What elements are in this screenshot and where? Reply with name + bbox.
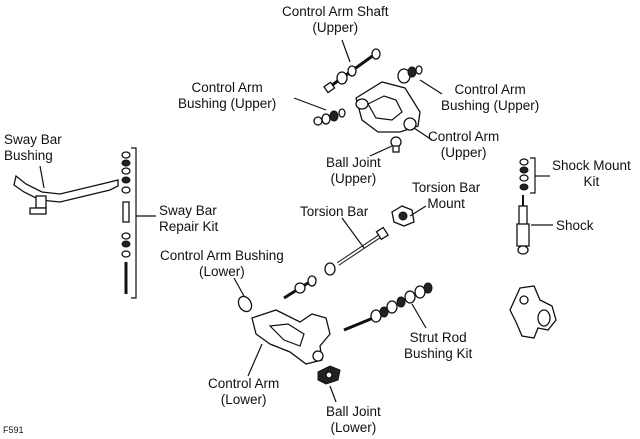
label-control-arm-upper: Control Arm (Upper) bbox=[428, 129, 500, 160]
label-control-arm-bushing-lower: Control Arm Bushing (Lower) bbox=[160, 248, 284, 279]
spindle-knuckle-part bbox=[509, 285, 557, 339]
control-arm-upper-part bbox=[355, 81, 421, 133]
label-control-arm-lower: Control Arm (Lower) bbox=[208, 376, 280, 407]
label-torsion-bar-mount: Torsion Bar Mount bbox=[412, 180, 481, 211]
shock-part bbox=[516, 195, 553, 255]
label-ball-joint-upper: Ball Joint (Upper) bbox=[326, 155, 381, 186]
control-arm-bushing-upper-left-part bbox=[313, 108, 346, 126]
ball-joint-lower-part bbox=[317, 365, 341, 385]
label-sway-bar-repair-kit: Sway Bar Repair Kit bbox=[159, 203, 219, 234]
label-shock-mount-kit: Shock Mount Kit bbox=[552, 158, 631, 189]
control-arm-bushing-upper-right-part bbox=[397, 65, 423, 84]
control-arm-lower-part bbox=[251, 309, 331, 365]
torsion-bar-mount-part bbox=[391, 205, 415, 227]
label-control-arm-bushing-upper-right: Control Arm Bushing (Upper) bbox=[441, 82, 540, 113]
label-strut-rod-bushing-kit: Strut Rod Bushing Kit bbox=[404, 330, 473, 361]
label-control-arm-bushing-upper-left: Control Arm Bushing (Upper) bbox=[178, 80, 277, 111]
shock-mount-kit-part bbox=[519, 157, 550, 194]
figure-code: F591 bbox=[3, 425, 24, 435]
leader-lines bbox=[39, 39, 443, 403]
label-sway-bar-bushing: Sway Bar Bushing bbox=[4, 132, 62, 163]
control-arm-shaft-lower-part bbox=[283, 275, 317, 300]
sway-bar-repair-kit-part bbox=[121, 147, 156, 299]
label-control-arm-shaft-upper: Control Arm Shaft (Upper) bbox=[282, 4, 389, 35]
control-arm-shaft-upper-part bbox=[323, 48, 381, 94]
sway-bar-part bbox=[13, 174, 119, 215]
label-torsion-bar: Torsion Bar bbox=[300, 204, 369, 219]
torsion-bar-part bbox=[324, 226, 389, 276]
ball-joint-upper-part bbox=[390, 136, 402, 153]
label-ball-joint-lower: Ball Joint (Lower) bbox=[326, 404, 381, 435]
label-shock: Shock bbox=[556, 218, 594, 233]
control-arm-bushing-lower-part bbox=[237, 295, 253, 313]
strut-rod-bushing-kit-part bbox=[343, 282, 433, 332]
